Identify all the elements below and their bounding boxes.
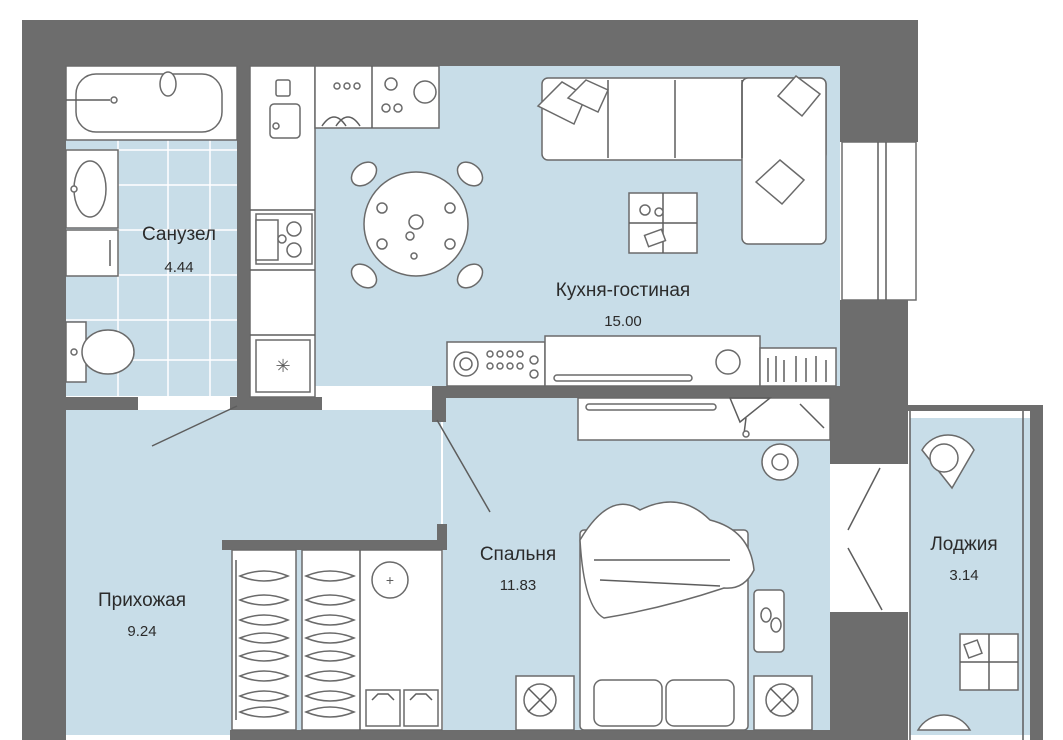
ceiling-light-closet: + [371, 561, 409, 599]
wall-closet-top-post [437, 524, 447, 550]
wall-loggia-right [1030, 405, 1043, 740]
wall-bedroom-jamb [432, 386, 446, 422]
hangers [238, 570, 356, 718]
wall-kitchen-bottom [432, 386, 840, 398]
loggia-area: 3.14 [949, 567, 978, 584]
wall-closet-top [222, 540, 447, 550]
corner-sofa [536, 74, 827, 245]
svg-text:✳: ✳ [275, 356, 290, 376]
hanger [238, 594, 290, 606]
wall-bath-bottom [66, 397, 138, 410]
loggia-chair-bottom [916, 714, 972, 731]
wall-bottom [230, 730, 830, 740]
hanger [304, 706, 356, 718]
bed [579, 501, 755, 731]
loggia-door-lower [847, 547, 883, 611]
fridge: ✳ [255, 339, 311, 393]
bathroom-name: Санузел [142, 224, 216, 245]
slippers [753, 589, 785, 653]
storage-boxes [365, 689, 439, 727]
wall-top [22, 20, 918, 66]
nightstand-left [515, 675, 575, 731]
hanger [238, 614, 290, 626]
wall-right-lower [830, 612, 908, 740]
wall-bath-right [237, 66, 250, 406]
hanger [238, 670, 290, 682]
desk-chair [761, 443, 799, 481]
hanger [304, 614, 356, 626]
loggia-chair-top [921, 434, 975, 490]
bathroom-door [151, 405, 238, 447]
doors [151, 405, 883, 611]
wall-right-upper [840, 20, 918, 142]
stove [255, 213, 313, 265]
hanger [304, 632, 356, 644]
kitchen-sink [269, 79, 301, 139]
hallway-area: 9.24 [127, 623, 156, 640]
hanger [304, 594, 356, 606]
bedroom-door [436, 419, 491, 513]
desk [577, 397, 831, 441]
hanger [304, 650, 356, 662]
hanger [238, 570, 290, 582]
wall-loggia-top [908, 405, 1043, 411]
bathroom-area: 4.44 [164, 259, 193, 276]
dishes [321, 77, 437, 127]
hanger [304, 570, 356, 582]
hanger [238, 706, 290, 718]
hanger [304, 670, 356, 682]
hanger [238, 632, 290, 644]
walls [22, 20, 1043, 740]
nightstand-right [753, 675, 813, 731]
window-right [841, 141, 917, 301]
wall-right-mid [840, 300, 908, 398]
dining-set [350, 161, 484, 289]
loggia-door-upper [847, 467, 881, 531]
washing-machine [65, 229, 119, 277]
loggia-table [959, 633, 1019, 691]
bedroom-area: 11.83 [500, 577, 536, 594]
svg-text:+: + [386, 572, 394, 588]
hallway-name: Прихожая [98, 590, 186, 611]
coffee-table [628, 192, 698, 254]
hanger [304, 690, 356, 702]
loggia-glazing [909, 411, 1024, 740]
toilet [65, 321, 135, 383]
washbasin [65, 149, 119, 229]
wall-right-pillar [830, 398, 908, 464]
loggia-name: Лоджия [930, 534, 997, 555]
tv-stand [446, 335, 837, 387]
wall-left [22, 20, 66, 740]
wall-kitchen-bottom-left [250, 397, 322, 410]
bathtub [65, 65, 238, 141]
labels: Санузел 4.44 Кухня-гостиная 15.00 Прихож… [98, 224, 998, 640]
bedroom-name: Спальня [480, 544, 556, 565]
hanger [238, 650, 290, 662]
kitchen-living-name: Кухня-гостиная [556, 280, 690, 301]
kitchen-living-area: 15.00 [604, 313, 642, 330]
hanger [238, 690, 290, 702]
